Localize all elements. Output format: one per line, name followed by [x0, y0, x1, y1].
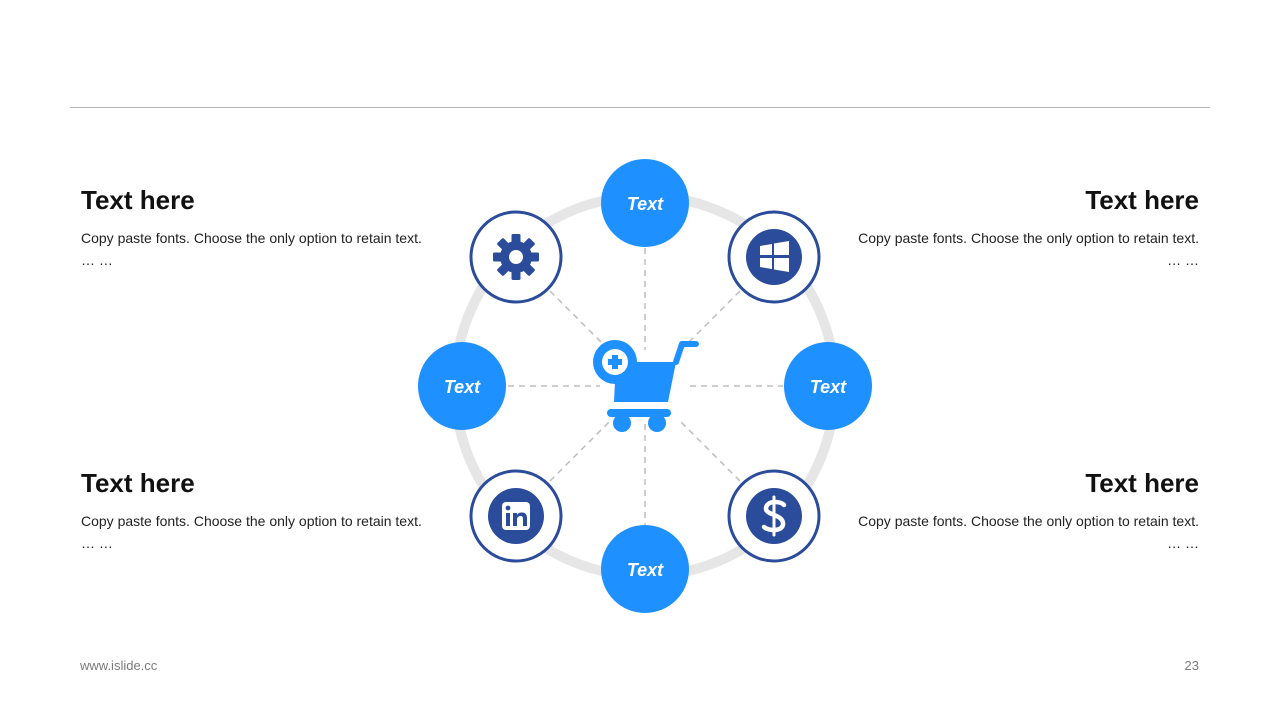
block-ellipsis: … … — [81, 535, 113, 551]
block-body-text: Copy paste fonts. Choose the only option… — [81, 513, 422, 529]
block-ellipsis: … … — [1167, 252, 1199, 268]
block-body: Copy paste fonts. Choose the only option… — [81, 510, 441, 554]
linkedin-icon — [502, 502, 530, 530]
header-divider — [70, 107, 1210, 108]
text-node-top: Text — [601, 159, 689, 247]
spoke-top-left — [549, 290, 611, 352]
page-number: 23 — [1184, 658, 1199, 673]
text-block-bottom-right: Text here Copy paste fonts. Choose the o… — [839, 468, 1199, 554]
text-block-bottom-left: Text here Copy paste fonts. Choose the o… — [81, 468, 441, 554]
icon-node-bottom-right — [727, 469, 821, 563]
shopping-cart-add-icon — [593, 340, 699, 432]
dollar-icon — [761, 495, 787, 537]
icon-node-bottom-left — [469, 469, 563, 563]
node-label: Text — [627, 560, 664, 580]
block-title: Text here — [81, 185, 195, 215]
icon-node-top-right — [727, 210, 821, 304]
block-body-text: Copy paste fonts. Choose the only option… — [81, 230, 422, 246]
block-ellipsis: … … — [81, 252, 113, 268]
text-node-bottom: Text — [601, 525, 689, 613]
block-body-text: Copy paste fonts. Choose the only option… — [858, 513, 1199, 529]
windows-icon — [760, 241, 789, 272]
footer-url: www.islide.cc — [80, 658, 158, 673]
text-block-top-left: Text here Copy paste fonts. Choose the o… — [81, 185, 441, 271]
node-label: Text — [627, 194, 664, 214]
text-node-left: Text — [418, 342, 506, 430]
spoke-bottom-left — [549, 420, 611, 482]
text-node-right: Text — [784, 342, 872, 430]
block-ellipsis: … … — [1167, 535, 1199, 551]
node-label: Text — [810, 377, 847, 397]
block-body: Copy paste fonts. Choose the only option… — [839, 227, 1199, 271]
block-title: Text here — [1085, 468, 1199, 498]
block-body: Copy paste fonts. Choose the only option… — [81, 227, 441, 271]
gear-icon — [493, 234, 539, 280]
text-block-top-right: Text here Copy paste fonts. Choose the o… — [839, 185, 1199, 271]
block-body: Copy paste fonts. Choose the only option… — [839, 510, 1199, 554]
node-label: Text — [444, 377, 481, 397]
block-title: Text here — [81, 468, 195, 498]
icon-node-top-left — [469, 210, 563, 304]
spoke-bottom-right — [679, 420, 741, 482]
block-title: Text here — [1085, 185, 1199, 215]
block-body-text: Copy paste fonts. Choose the only option… — [858, 230, 1199, 246]
